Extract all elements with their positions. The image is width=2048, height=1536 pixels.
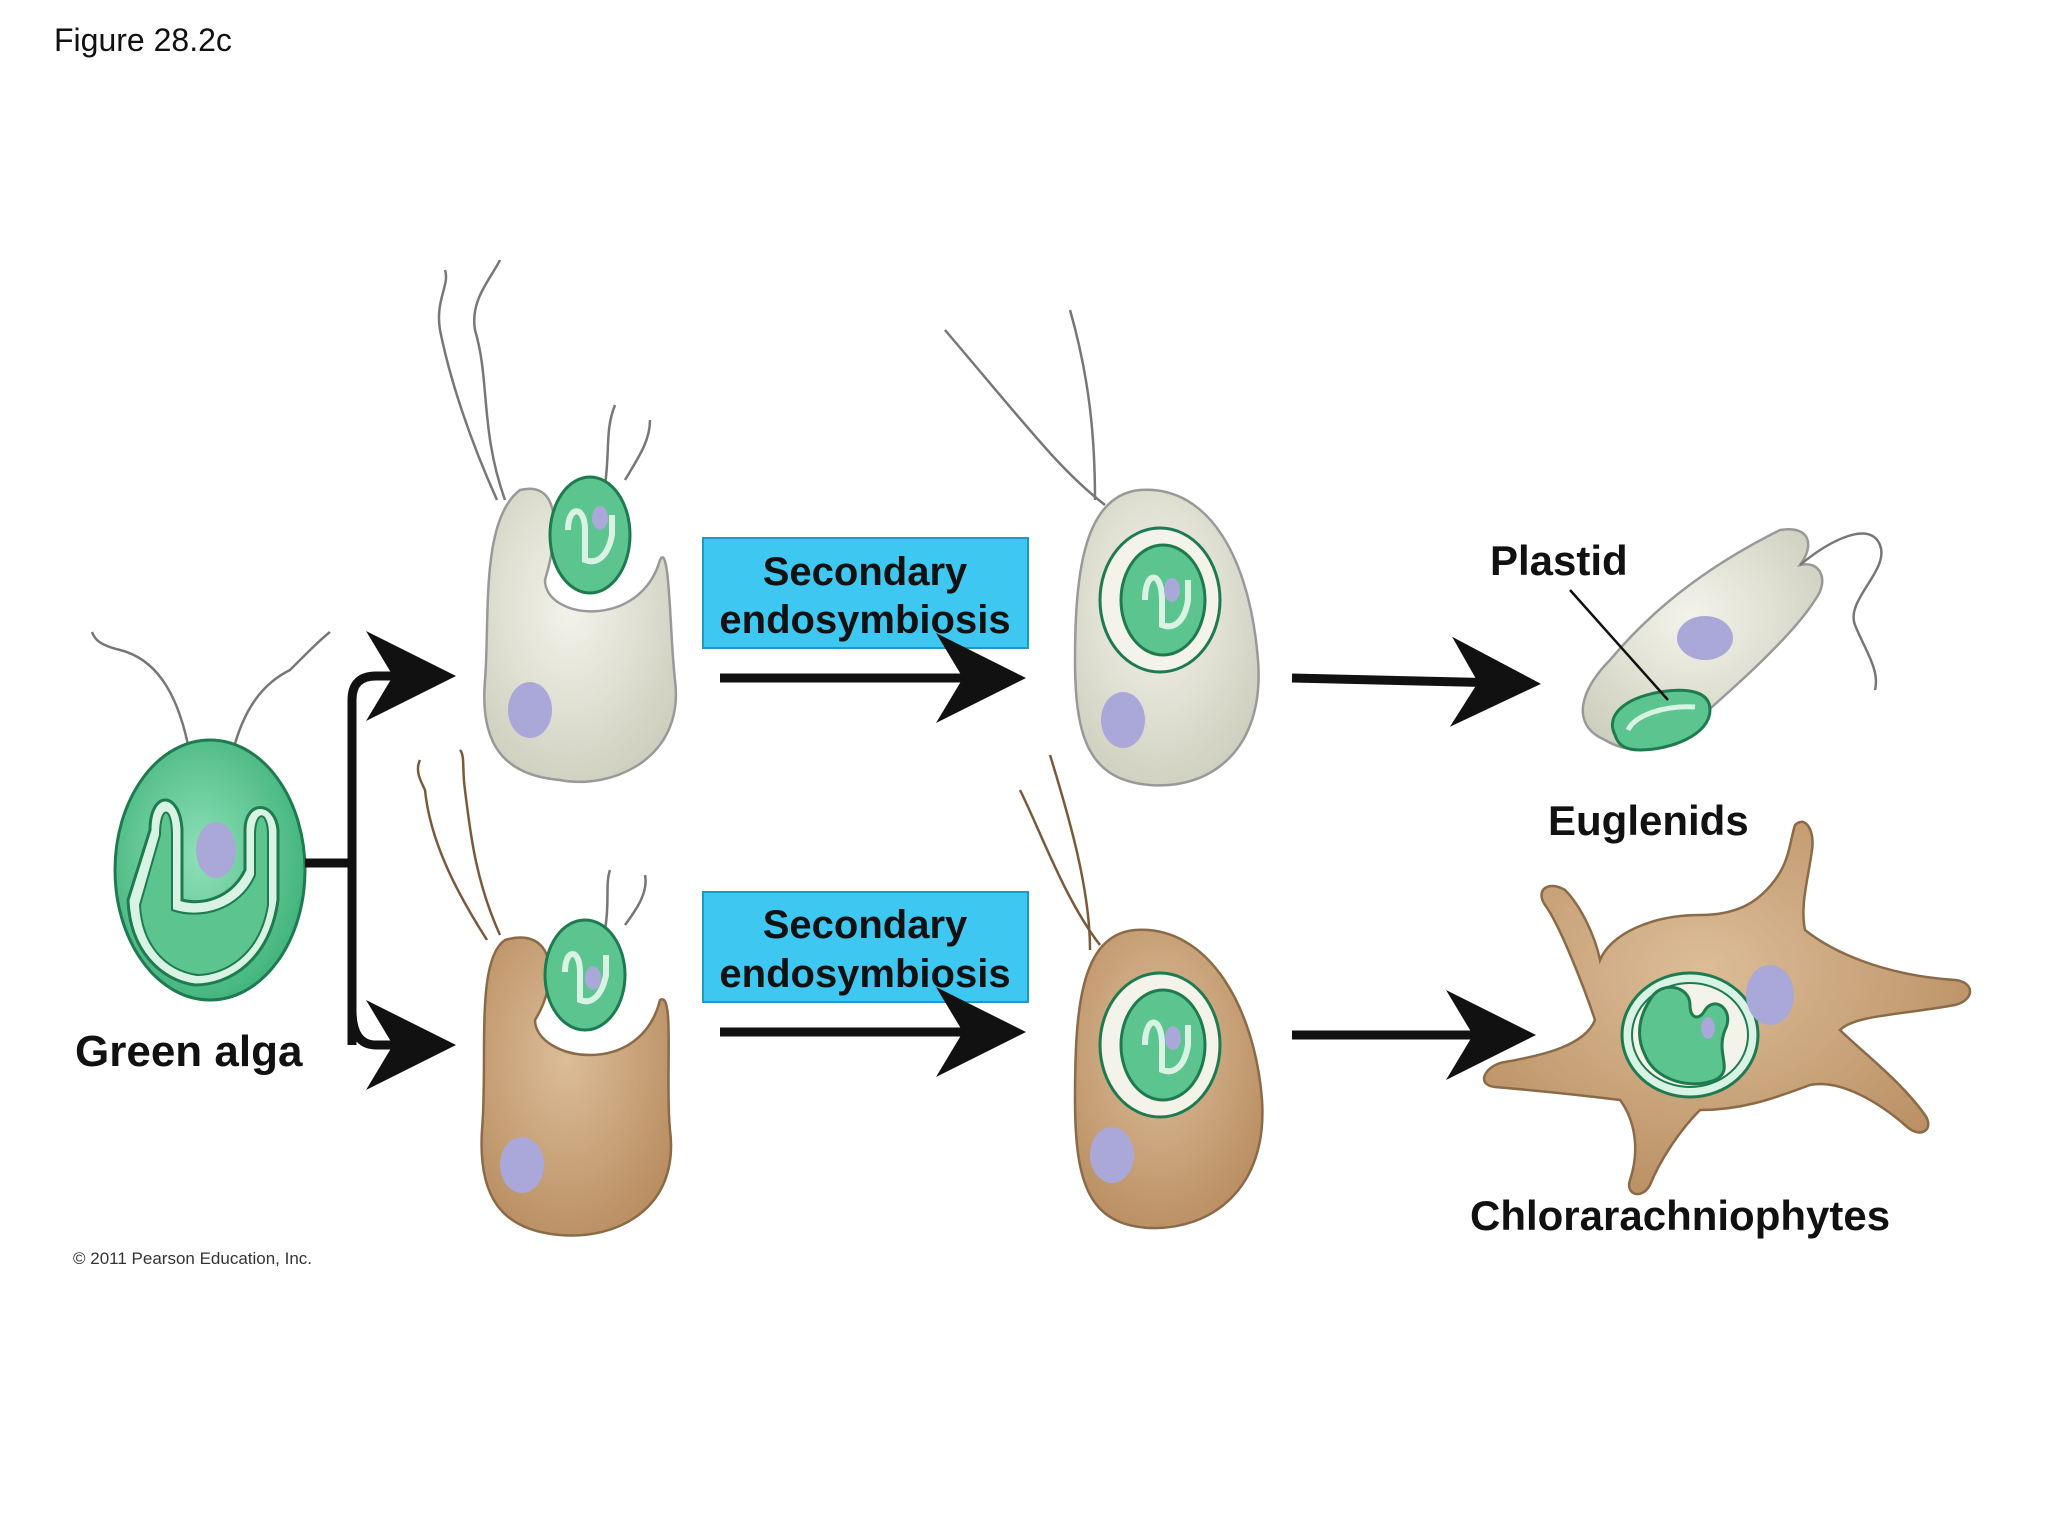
green-alga-cell — [90, 631, 331, 1002]
flagellum — [437, 269, 499, 501]
flagellum — [458, 749, 502, 936]
pale-cell-with-plastid — [944, 309, 1260, 787]
flagellum — [944, 329, 1106, 506]
pale-host-engulfing — [437, 259, 678, 784]
euglenid-cell — [1569, 527, 1883, 752]
process-box-top: Secondary endosymbiosis — [702, 537, 1029, 649]
arrow-top-right — [1291, 636, 1541, 727]
flagellum — [416, 759, 489, 941]
branch-arrows — [305, 631, 456, 1090]
flagellum — [90, 631, 192, 756]
flagellum — [472, 259, 507, 501]
tan-cell-with-plastid — [1018, 754, 1264, 1230]
nucleus — [1101, 692, 1145, 748]
green-alga-label: Green alga — [75, 1027, 303, 1076]
nucleus — [1746, 965, 1794, 1025]
flagellum — [1048, 754, 1092, 951]
nucleus — [508, 682, 552, 738]
nucleus — [500, 1137, 544, 1193]
nucleus — [1677, 616, 1733, 660]
process-box-bottom: Secondary endosymbiosis — [702, 891, 1029, 1003]
process-top-line1: Secondary — [763, 550, 968, 594]
tan-host-engulfing — [416, 749, 673, 1237]
flagellum — [603, 404, 617, 486]
plastid — [1638, 985, 1730, 1086]
flagellum — [230, 631, 331, 756]
plastid-label: Plastid — [1490, 537, 1628, 584]
process-top-line2: endosymbiosis — [719, 598, 1010, 642]
flagellum — [1068, 309, 1097, 501]
process-bottom-line1: Secondary — [763, 903, 968, 947]
nucleus — [196, 822, 236, 878]
flagellum — [623, 419, 652, 481]
flagellum — [603, 869, 612, 931]
flagellum — [1799, 532, 1883, 691]
engulfed-green-alga — [543, 918, 627, 1032]
engulfed-green-alga — [548, 475, 632, 595]
figure-title: Figure 28.2c — [54, 22, 232, 58]
chlorarachniophyte-cell — [1482, 820, 1972, 1196]
euglenids-label: Euglenids — [1548, 797, 1749, 844]
chlorarachniophytes-label: Chlorarachniophytes — [1470, 1192, 1890, 1239]
plastid-leader-line — [1569, 589, 1669, 701]
process-bottom-line2: endosymbiosis — [719, 952, 1010, 996]
nucleus — [1090, 1127, 1134, 1183]
copyright-notice: © 2011 Pearson Education, Inc. — [73, 1249, 312, 1268]
flagellum — [623, 874, 647, 926]
